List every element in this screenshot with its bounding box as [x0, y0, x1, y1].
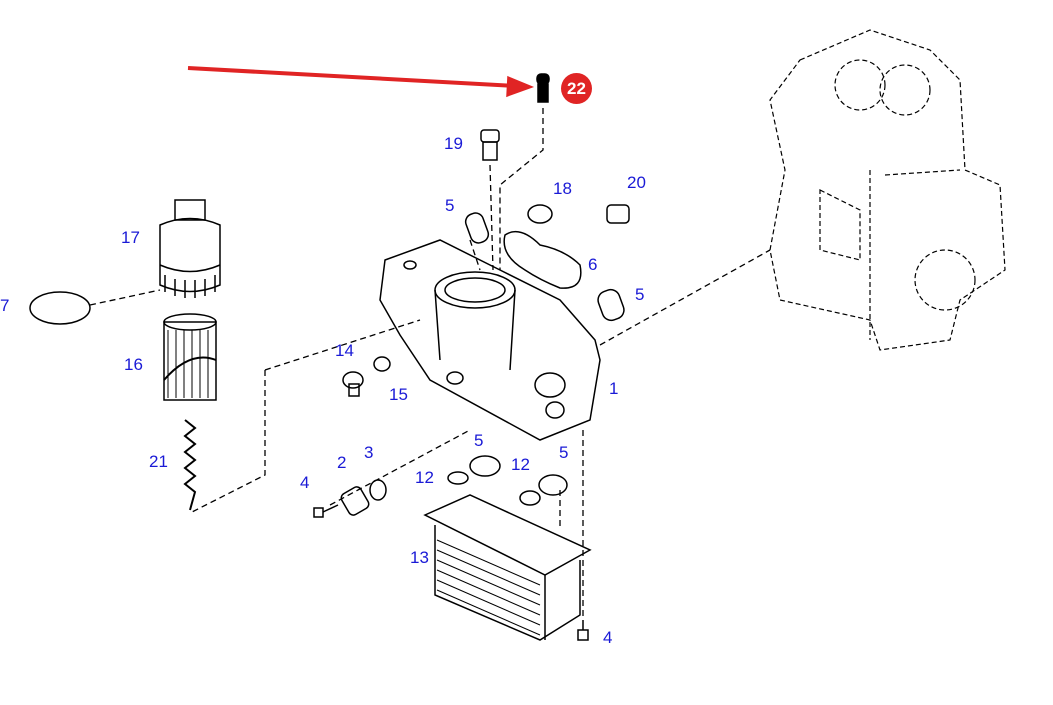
part-label[interactable]: 19: [444, 134, 463, 153]
part-label[interactable]: 20: [627, 173, 646, 192]
leader-lines: [89, 108, 771, 620]
part-label[interactable]: 6: [588, 255, 598, 274]
part-label[interactable]: 2: [337, 453, 347, 472]
highlighted-part-badge[interactable]: 22: [561, 73, 592, 104]
oil-filter-housing-1: [379, 239, 601, 441]
part-label[interactable]: 3: [364, 443, 374, 462]
part-label[interactable]: 15: [389, 385, 408, 404]
sensor-part-22: [536, 73, 550, 103]
part-label[interactable]: 21: [149, 452, 168, 471]
part-label[interactable]: 7: [0, 296, 10, 315]
part-label[interactable]: 12: [415, 468, 434, 487]
highlight-arrow: [187, 66, 535, 98]
part-label[interactable]: 16: [124, 355, 143, 374]
part-label[interactable]: 13: [410, 548, 429, 567]
part-label[interactable]: 4: [603, 628, 613, 647]
bolt-4b: [577, 620, 589, 641]
o-ring-7: [29, 291, 91, 325]
spring-21: [183, 419, 197, 511]
part-label[interactable]: 14: [335, 341, 354, 360]
engine-block: [769, 29, 1006, 351]
part-label[interactable]: 5: [474, 431, 484, 450]
part-label[interactable]: 5: [445, 196, 455, 215]
part-label[interactable]: 5: [635, 285, 645, 304]
part-label[interactable]: 17: [121, 228, 140, 247]
filter-cap-17: [159, 199, 221, 298]
part-label[interactable]: 4: [300, 473, 310, 492]
part-label[interactable]: 18: [553, 179, 572, 198]
plug-14: [342, 371, 364, 397]
oil-cooler-13: [423, 494, 592, 641]
filter-element-16: [163, 313, 217, 401]
plug-19: [480, 129, 500, 161]
part-label[interactable]: 5: [559, 443, 569, 462]
plug-20: [606, 204, 630, 224]
part-label[interactable]: 1: [609, 379, 619, 398]
bolt-4: [313, 504, 339, 518]
part-label[interactable]: 12: [511, 455, 530, 474]
gaskets: [340, 204, 625, 516]
